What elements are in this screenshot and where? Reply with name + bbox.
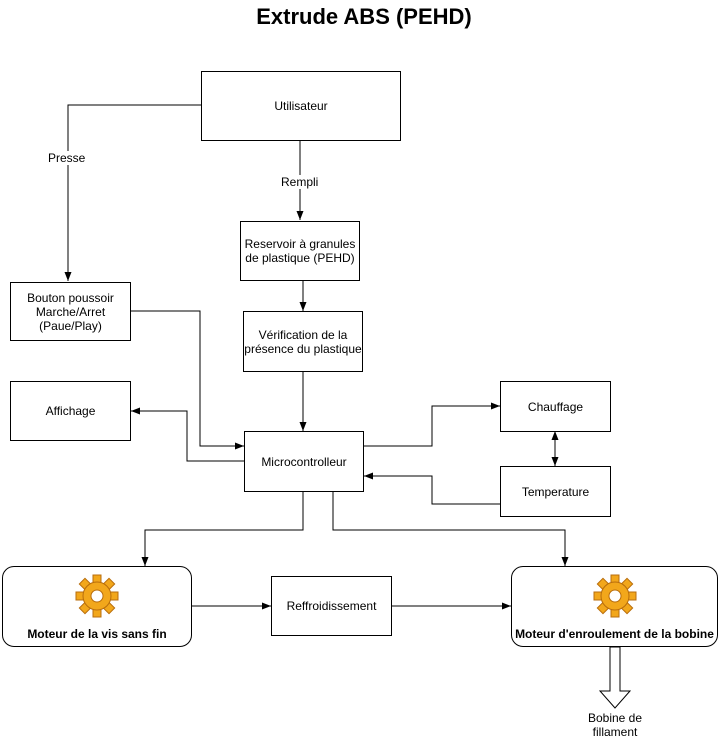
diagram-title: Extrude ABS (PEHD) (256, 4, 472, 29)
edge-bouton-micro (131, 310, 244, 450)
edge-micro-chauffage (364, 402, 500, 447)
node-affichage[interactable]: Affichage (10, 381, 131, 441)
output-label: Bobine de fillament (575, 711, 655, 739)
node-temperature[interactable]: Temperature (500, 466, 611, 517)
edge-utilisateur-bouton (64, 104, 201, 281)
node-verification[interactable]: Vérification de la présence du plastique (243, 311, 363, 372)
node-bouton-label: Bouton poussoir Marche/Arret (Paue/Play) (27, 290, 114, 333)
node-refroidissement-label: Reffroidissement (286, 599, 377, 613)
node-reservoir[interactable]: Reservoir à granules de plastique (PEHD) (240, 221, 360, 281)
edge-temperature-micro (364, 472, 500, 505)
edge-micro-moteur-bobine (332, 492, 569, 566)
node-utilisateur-label: Utilisateur (274, 99, 328, 113)
node-temperature-label: Temperature (521, 484, 590, 499)
node-affichage-label: Affichage (45, 404, 96, 418)
node-moteur-bobine[interactable]: Moteur d'enroulement de la bobine (511, 566, 718, 647)
gear-icon (75, 574, 119, 618)
node-bouton[interactable]: Bouton poussoir Marche/Arret (Paue/Play) (10, 282, 131, 341)
node-chauffage-label: Chauffage (527, 399, 584, 414)
node-microcontroleur[interactable]: Microcontrolleur (244, 431, 364, 492)
node-refroidissement[interactable]: Reffroidissement (271, 576, 392, 636)
output-arrow (598, 646, 632, 709)
node-utilisateur[interactable]: Utilisateur (201, 71, 401, 141)
node-microcontroleur-label: Microcontrolleur (261, 454, 347, 469)
node-reservoir-label: Reservoir à granules de plastique (PEHD) (244, 237, 356, 265)
edge-micro-affichage (131, 407, 244, 462)
node-moteur-vis-label: Moteur de la vis sans fin (27, 627, 167, 641)
node-moteur-bobine-label: Moteur d'enroulement de la bobine (515, 627, 714, 641)
gear-icon (593, 574, 636, 618)
edge-micro-moteur-vis (141, 492, 304, 566)
edge-label-rempli: Rempli (281, 175, 319, 189)
node-chauffage[interactable]: Chauffage (500, 381, 611, 432)
node-verification-label: Vérification de la présence du plastique (244, 327, 362, 356)
node-moteur-vis[interactable]: Moteur de la vis sans fin (2, 566, 192, 647)
edge-label-presse: Presse (48, 151, 86, 165)
